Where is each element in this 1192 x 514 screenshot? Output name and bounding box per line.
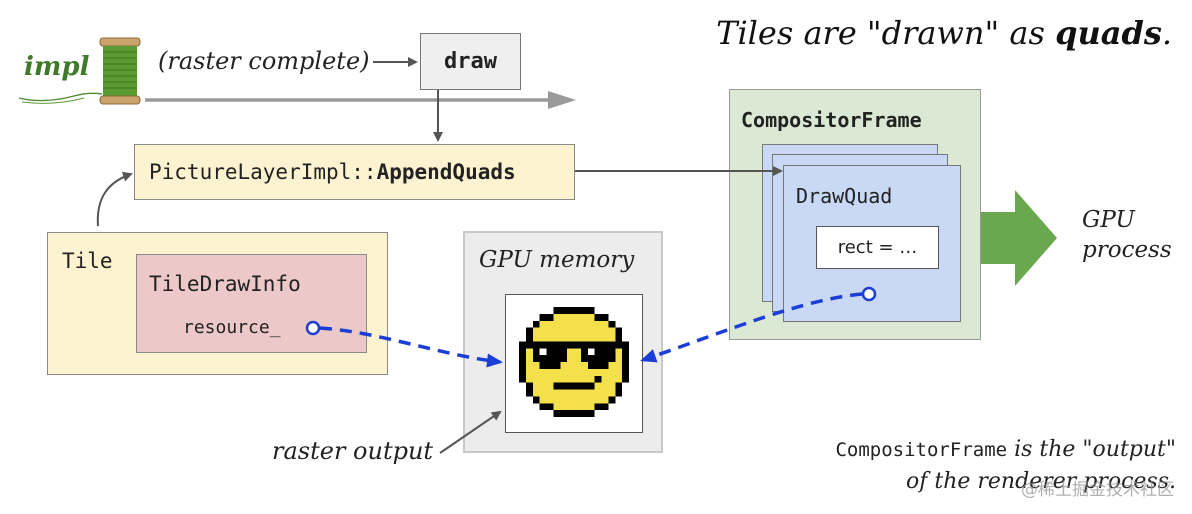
gpu-process-line-2: process [1082,237,1172,263]
raster-output-label: raster output [272,437,434,465]
caption: CompositorFrame is the "output" of the r… [835,434,1176,497]
sunglasses-smiley-icon [519,307,629,417]
raster-complete-label: (raster complete) [158,47,370,75]
thread-spool-icon [14,36,144,108]
raster-output-pointer-arrow [439,410,502,454]
tile-draw-info-label: TileDrawInfo [149,272,301,296]
gpu-memory-label: GPU memory [479,247,635,273]
caption-line-1: CompositorFrame is the "output" [835,434,1176,466]
thread-label: impl [24,52,90,82]
caption-line-1-rest: is the "output" [1007,437,1176,462]
gpu-process-arrow [981,190,1057,286]
tile-draw-info-box: TileDrawInfo resource_ [136,254,367,353]
append-quads-prefix: PictureLayerImpl:: [149,160,377,184]
append-quads-box: PictureLayerImpl::AppendQuads [134,144,575,200]
tile-label: Tile [62,249,113,273]
diagram-title: Tiles are "drawn" as quads. [716,14,1172,52]
draw-label: draw [444,49,497,74]
tile-to-append-quads-arrow [96,171,133,227]
append-quads-bold: AppendQuads [376,160,516,184]
gpu-process-label: GPU process [1082,205,1172,265]
raster-tile-frame [505,294,643,433]
title-prefix: Tiles are "drawn" as [716,14,1056,52]
draw-quad-pointer-arrow [640,292,863,363]
rect-field-box: rect = … [816,226,939,269]
compositor-frame-label: CompositorFrame [741,108,922,132]
rect-field-label: rect = … [837,237,918,258]
caption-line-2: of the renderer process. [905,469,1176,494]
draw-quad-label: DrawQuad [796,184,893,208]
draw-quad-box: DrawQuad rect = … [783,165,961,322]
watermark: @稀土掘金技术社区 [1021,480,1174,500]
tile-box: Tile TileDrawInfo resource_ [47,232,388,375]
title-suffix: . [1161,14,1172,52]
draw-quad-pointer-origin [861,286,877,302]
resource-field: resource_ [183,317,281,338]
impl-timeline-arrowhead [548,91,576,109]
gpu-memory-box: GPU memory [463,231,663,453]
resource-pointer-origin [305,320,321,336]
title-bold: quads [1055,14,1162,52]
gpu-process-line-1: GPU [1082,207,1135,233]
caption-mono: CompositorFrame [835,439,1008,461]
draw-box: draw [420,33,521,90]
resource-pointer-arrow [319,326,503,368]
compositor-frame-box: CompositorFrame DrawQuad rect = … [729,89,981,340]
